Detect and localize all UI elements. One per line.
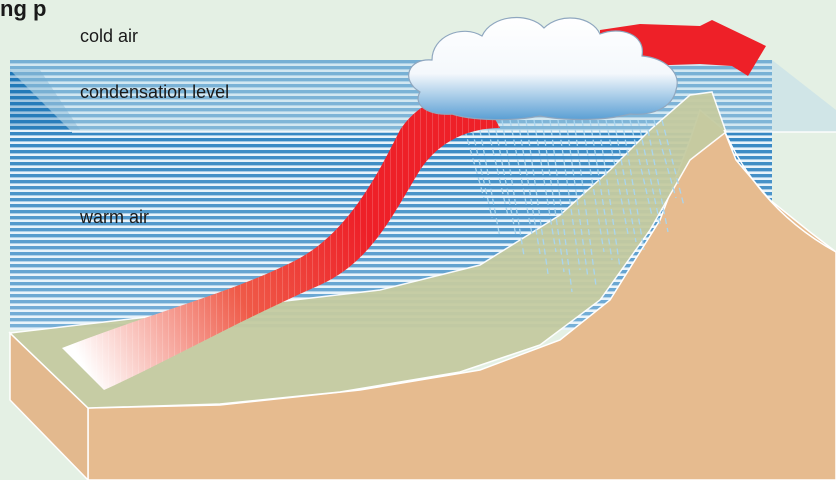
rain-streak bbox=[557, 119, 581, 271]
cloud-shape bbox=[408, 16, 678, 121]
rain-streak bbox=[469, 119, 493, 219]
rain-cloud bbox=[408, 16, 678, 121]
air-stripe bbox=[10, 144, 772, 148]
air-stripe bbox=[10, 138, 772, 142]
rain-streak bbox=[653, 119, 677, 199]
air-stripe bbox=[10, 234, 772, 238]
rain-streak bbox=[621, 119, 645, 251]
rain-streak bbox=[597, 119, 621, 269]
title-fragment: ng p bbox=[0, 0, 47, 21]
air-stripe bbox=[10, 264, 772, 268]
rain-streak bbox=[477, 119, 501, 239]
rain-streak bbox=[501, 119, 525, 257]
warm-air-label: warm air bbox=[80, 207, 150, 227]
rain-streaks bbox=[461, 119, 685, 293]
mountain-ridge-line bbox=[723, 129, 836, 253]
air-stripe bbox=[10, 228, 772, 232]
air-stripe bbox=[10, 270, 772, 274]
rain-streak bbox=[637, 119, 661, 225]
air-stripe bbox=[10, 252, 772, 256]
rain-streak bbox=[661, 119, 685, 207]
rain-streak bbox=[533, 119, 557, 253]
rain-streak bbox=[565, 119, 589, 279]
rain-streak bbox=[549, 119, 573, 293]
rain-streak bbox=[629, 119, 653, 217]
rain-streak bbox=[517, 119, 541, 255]
rain-streak bbox=[589, 119, 613, 261]
air-stripe bbox=[10, 246, 772, 250]
air-stripe bbox=[10, 258, 772, 262]
air-stripe bbox=[10, 132, 772, 136]
air-stripe bbox=[10, 282, 772, 286]
air-stripe bbox=[10, 276, 772, 280]
rain-streak bbox=[613, 119, 637, 243]
airflow-hatching bbox=[62, 92, 500, 390]
rain-streak bbox=[645, 119, 669, 233]
air-stripe bbox=[10, 240, 772, 244]
rain-streak bbox=[541, 119, 565, 273]
rain-streak bbox=[485, 119, 509, 217]
rain-streak bbox=[525, 119, 549, 275]
cold-air-label: cold air bbox=[80, 26, 139, 46]
rain-streak bbox=[581, 119, 605, 253]
air-stripe bbox=[10, 222, 772, 226]
rain-streak bbox=[573, 119, 597, 287]
condensation-level-label: condensation level bbox=[80, 82, 230, 102]
